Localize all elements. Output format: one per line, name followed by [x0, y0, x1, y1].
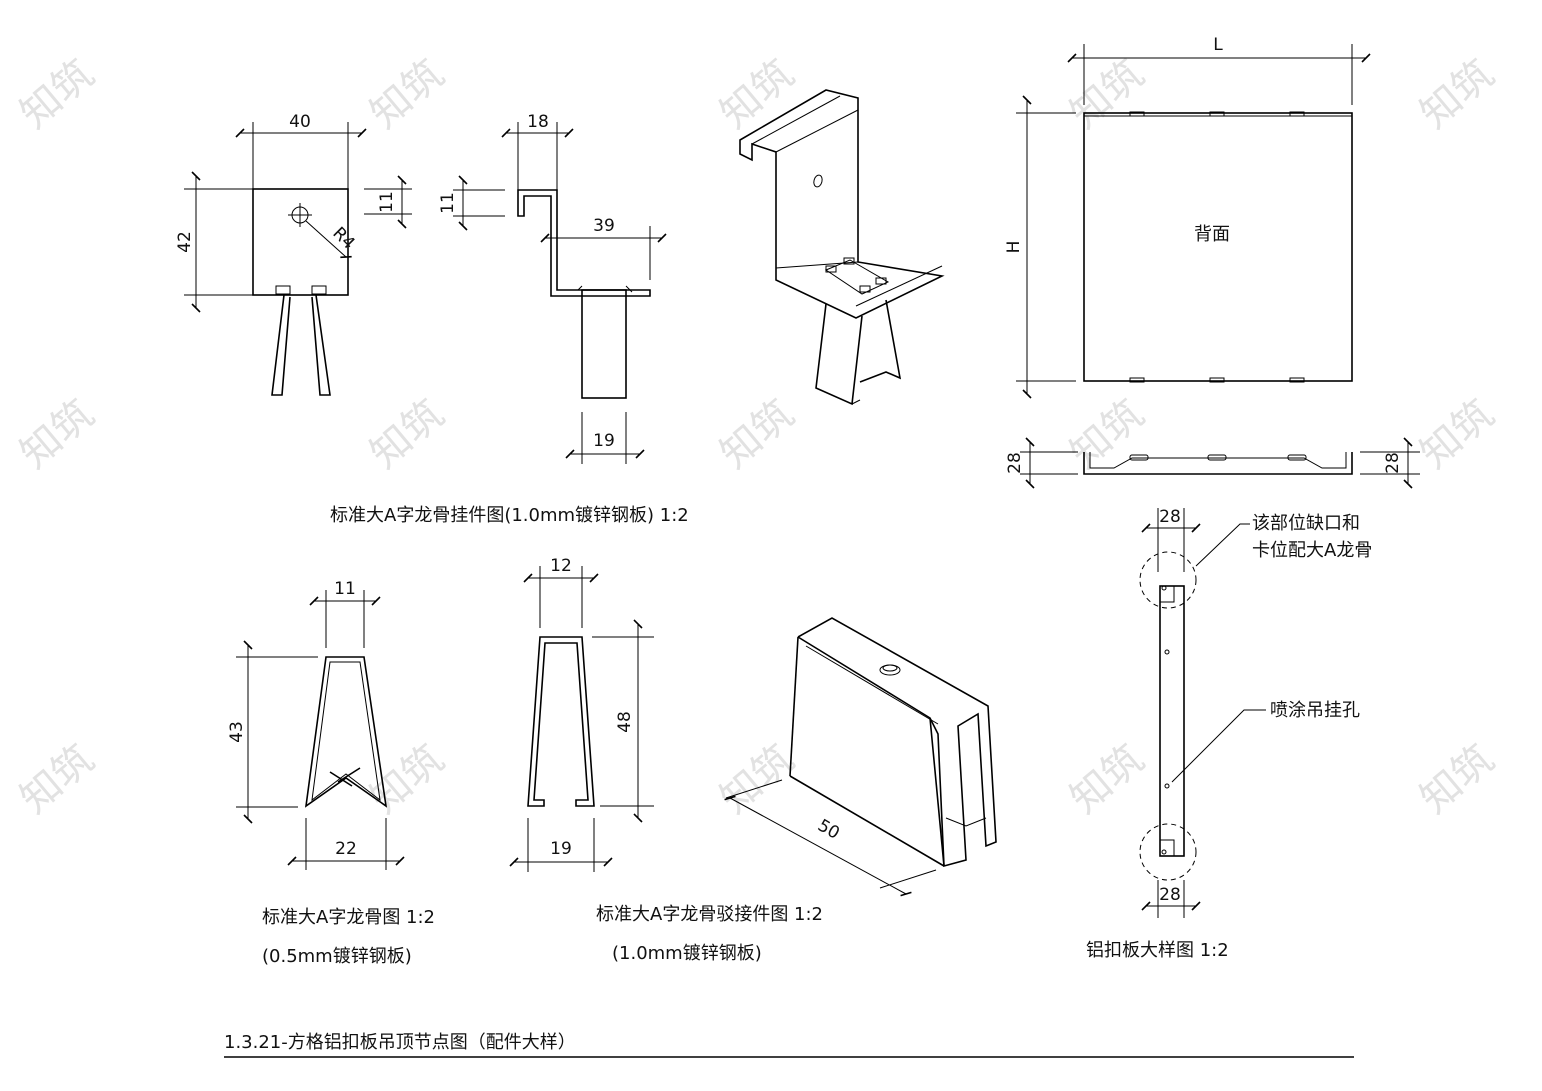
- watermark: 知筑: [1062, 391, 1153, 478]
- splice-front-view: 12 48 19: [509, 556, 654, 872]
- dim-11-top: 11: [334, 579, 356, 599]
- dim-11: 11: [377, 191, 397, 213]
- dim-42: 42: [175, 231, 195, 253]
- hanger-side-view: 18 11 39 19: [438, 112, 667, 464]
- watermark: 知筑: [1412, 736, 1503, 823]
- watermark: 知筑: [12, 736, 103, 823]
- watermark: 知筑: [712, 51, 803, 138]
- clip-note-position: 卡位配大A龙骨: [1252, 540, 1372, 561]
- watermark: 知筑: [362, 736, 453, 823]
- dim-28-right: 28: [1383, 452, 1403, 474]
- hanger-isometric: [739, 89, 945, 406]
- clip-caption: 铝扣板大样图 1:2: [1086, 940, 1229, 961]
- dim-22: 22: [335, 839, 357, 859]
- hanger-caption: 标准大A字龙骨挂件图(1.0mm镀锌钢板) 1:2: [330, 505, 689, 526]
- clip-note-hole: 喷涂吊挂孔: [1270, 700, 1360, 721]
- watermark: 知筑: [712, 391, 803, 478]
- watermark: 知筑: [712, 736, 803, 823]
- back-label: 背面: [1194, 224, 1230, 245]
- radius-label: R4: [328, 223, 358, 253]
- watermark: 知筑: [1062, 51, 1153, 138]
- dim-18: 18: [527, 112, 549, 132]
- splice-material: (1.0mm镀锌钢板): [612, 943, 762, 964]
- dim-11-side: 11: [438, 192, 458, 214]
- a-keel-view: 11 43 22: [227, 579, 405, 870]
- splice-caption: 标准大A字龙骨驳接件图 1:2: [596, 904, 823, 925]
- dim-28-bottom: 28: [1159, 885, 1181, 905]
- dim-12: 12: [550, 556, 572, 576]
- watermark: 知筑: [1412, 51, 1503, 138]
- panel-side-view: 28 28: [1005, 437, 1420, 489]
- dim-19-splice: 19: [550, 839, 572, 859]
- dim-39: 39: [593, 216, 615, 236]
- watermark: 知筑: [12, 51, 103, 138]
- panel-back-view: 背面 L H: [1004, 35, 1371, 399]
- a-keel-caption: 标准大A字龙骨图 1:2: [262, 907, 435, 928]
- dim-48: 48: [615, 711, 635, 733]
- dim-50: 50: [814, 816, 843, 844]
- dim-40: 40: [289, 112, 311, 132]
- watermark: 知筑: [1412, 391, 1503, 478]
- watermark: 知筑: [362, 51, 453, 138]
- a-keel-material: (0.5mm镀锌钢板): [262, 946, 412, 967]
- footer-title: 1.3.21-方格铝扣板吊顶节点图（配件大样）: [224, 1032, 576, 1053]
- clip-strip-view: 28 28: [1139, 507, 1266, 918]
- dim-19: 19: [593, 431, 615, 451]
- clip-note-notch: 该部位缺口和: [1252, 513, 1360, 534]
- hanger-front-view: R4 40 42 11: [175, 112, 412, 396]
- watermark: 知筑: [1062, 736, 1153, 823]
- dim-L: L: [1213, 35, 1223, 55]
- watermark: 知筑: [362, 391, 453, 478]
- dim-28-left: 28: [1005, 452, 1025, 474]
- watermark: 知筑: [12, 391, 103, 478]
- dim-43: 43: [227, 721, 247, 743]
- dim-28-top: 28: [1159, 507, 1181, 527]
- dim-H: H: [1004, 241, 1024, 254]
